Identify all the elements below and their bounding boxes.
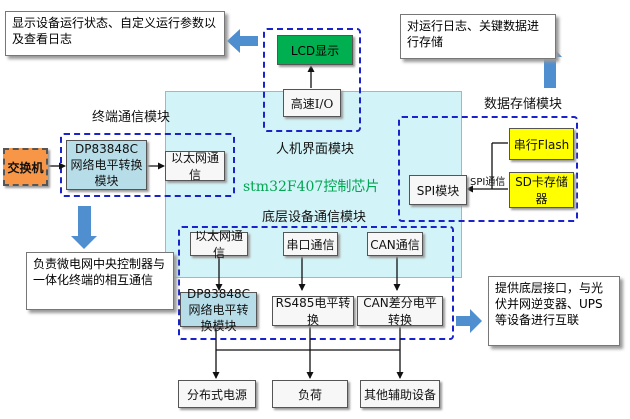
dp83848c-bottom-block: DP83848C网络电平转换模块 [180,287,257,333]
can-diff-block: CAN差分电平转换 [357,296,443,327]
sd-card-block: SD卡存储器 [509,172,574,208]
terminal-note: 负责微电网中央控制器与一体化终端的相互通信 [26,252,174,310]
bottom-comm-label: 底层设备通信模块 [262,210,367,225]
bottom-interface-note: 提供底层接口，与光伏并网逆变器、UPS等设备进行互联 [488,276,620,346]
spi-module-block: SPI模块 [409,175,467,205]
chip-label: stm32F407控制芯片 [243,179,380,195]
dp83848c-top-block: DP83848C网络电平转换模块 [66,140,147,190]
other-aux-block: 其他辅助设备 [360,380,440,408]
bottom-dashed-group [178,226,454,340]
left-callout-arrow [227,29,258,53]
lcd-display-block: LCD显示 [277,35,353,65]
switch-block: 交换机 [3,148,48,186]
rs485-block: RS485电平转换 [272,296,354,327]
ethernet-comm-bottom-block: 以太网通信 [190,229,248,260]
lcd-dashed-group [263,28,361,132]
storage-note: 对运行日志、关键数据进行存储 [400,14,556,59]
high-speed-io-block: 高速I/O [283,89,341,117]
spi-comm-label: SPI通信 [470,177,506,188]
status-note: 显示设备运行状态、自定义运行参数以及查看日志 [5,11,225,56]
distributed-power-block: 分布式电源 [178,380,256,408]
load-block: 负荷 [272,380,348,408]
hmi-module-label: 人机界面模块 [276,142,355,157]
data-storage-label: 数据存储模块 [484,97,563,112]
ethernet-comm-top-block: 以太网通信 [165,151,225,182]
serial-comm-block: 串口通信 [283,232,338,256]
down-callout-arrow [71,206,97,249]
can-comm-block: CAN通信 [367,232,423,256]
serial-flash-block: 串行Flash [509,128,574,160]
storage-dashed-group [398,116,578,222]
bottom-right-callout-arrow [456,309,482,333]
terminal-comm-label: 终端通信模块 [92,110,171,125]
